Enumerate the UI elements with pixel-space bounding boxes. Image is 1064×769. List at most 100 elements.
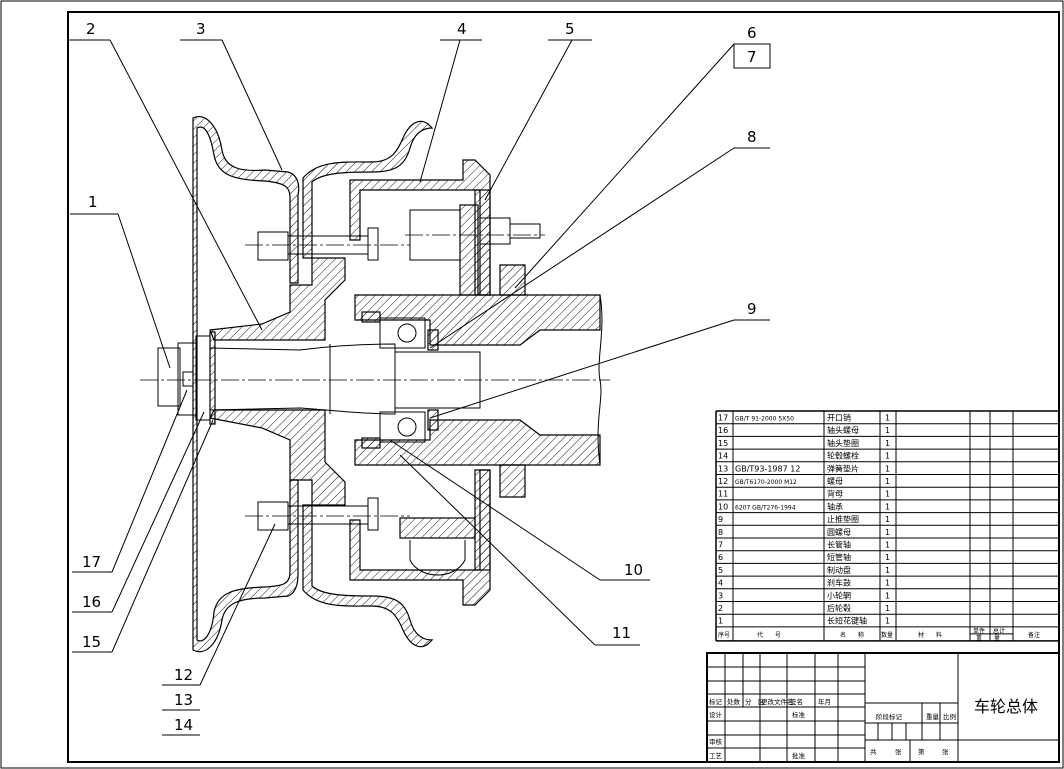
- tb-stage: 阶段标记: [876, 712, 903, 721]
- brake-shoe-arc: [409, 540, 466, 576]
- bom-row-qty: 1: [885, 541, 890, 550]
- large-rim: [302, 120, 434, 259]
- bom-row-qty: 1: [885, 553, 890, 562]
- tb-total: 共: [870, 747, 877, 756]
- bearing-ball-upper: [397, 323, 417, 343]
- bom-row-name: 长管轴: [827, 540, 851, 550]
- back-nut-lower: [361, 437, 381, 449]
- callout-17: 17: [82, 553, 101, 571]
- bom-row-qty: 1: [885, 414, 890, 423]
- bom-header-weight: 重 量: [976, 634, 1000, 642]
- callout-7: 7: [747, 48, 757, 66]
- bom-row-no: 13: [718, 464, 728, 473]
- tb-mark: 标记: [709, 697, 723, 706]
- tb-doc: 更改文件名: [761, 697, 794, 706]
- bearing-upper: [379, 317, 426, 349]
- tb-scale: 比例: [943, 712, 956, 721]
- bearing-ball-lower: [397, 417, 417, 437]
- bom-header-name: 名 称: [840, 631, 864, 639]
- short-tube-flange: [499, 264, 526, 296]
- bom-row-code: GB/T93-1987 12: [735, 464, 800, 473]
- caliper-bolt-end: [509, 223, 541, 239]
- bom-row-code: 6207 GB/T276-1994: [735, 504, 796, 511]
- bom-row-name: 小轮辋: [827, 590, 851, 600]
- tb-date: 年月: [818, 697, 831, 706]
- bolt-nut-lower: [367, 497, 379, 531]
- bearing-lower: [379, 411, 426, 443]
- long-axle-tube-upper: [354, 294, 601, 346]
- short-tube-flange-lower: [499, 464, 526, 498]
- bolt-head-upper: [257, 231, 289, 261]
- tb-process: 工艺: [709, 752, 723, 760]
- tb-approve: 批准: [792, 751, 806, 760]
- bom-row-name: 刹车鼓: [827, 578, 851, 588]
- small-rim-outer: [192, 116, 300, 653]
- bom-row-qty: 1: [885, 426, 890, 435]
- bom-row-qty: 1: [885, 490, 890, 499]
- bom-header-material: 材 料: [918, 631, 942, 639]
- bom-row-name: 弹簧垫片: [827, 463, 859, 473]
- leader-lines: [68, 39, 771, 736]
- tb-zone: 分 区: [745, 697, 765, 706]
- bom-row-qty: 1: [885, 515, 890, 524]
- caliper-plate: [459, 204, 479, 296]
- bom-header-remark: 备注: [1028, 631, 1040, 639]
- wheel-section-view: [140, 116, 610, 653]
- bom-row-no: 10: [718, 502, 728, 511]
- brake-disc-lower: [474, 469, 491, 571]
- bom-row-name: 轴承: [827, 501, 843, 511]
- bom-row-no: 17: [718, 414, 728, 423]
- callout-15: 15: [82, 633, 101, 651]
- bom-row-name: 轮毂螺栓: [827, 451, 859, 461]
- bom-row-name: 制动盘: [827, 565, 851, 575]
- callout-8: 8: [747, 128, 757, 146]
- tb-sheet: 张: [895, 747, 902, 756]
- brake-shoe-lower: [399, 517, 476, 539]
- drawing-title: 车轮总体: [974, 697, 1038, 716]
- break-line: [597, 294, 603, 466]
- bom-row-no: 4: [718, 579, 723, 588]
- shaft-step: [395, 351, 481, 409]
- bom-row-name: 螺母: [827, 476, 843, 486]
- bom-row-qty: 1: [885, 591, 890, 600]
- bom-header-qty: 数量: [881, 631, 893, 639]
- spline-shaft: [209, 343, 396, 415]
- bom-row-no: 14: [718, 452, 728, 461]
- tb-page: 第: [918, 747, 925, 756]
- bom-row-no: 1: [718, 617, 723, 626]
- back-nut-upper: [361, 311, 381, 323]
- round-nut-lower: [427, 409, 439, 431]
- bom-row-qty: 1: [885, 579, 890, 588]
- callout-16: 16: [82, 593, 101, 611]
- bom-row-code: GB/T 91-2000 5X50: [735, 416, 794, 423]
- bom-row-no: 11: [718, 490, 728, 499]
- bom-row-name: 短管轴: [827, 552, 851, 562]
- callout-10: 10: [624, 561, 643, 579]
- bom-row-no: 3: [718, 591, 723, 600]
- bom-row-no: 7: [718, 541, 723, 550]
- bom-header-total: 总计: [993, 627, 1005, 635]
- bom-row-name: 轴头螺母: [827, 425, 859, 435]
- axle-cap: [157, 347, 181, 407]
- callout-3: 3: [196, 20, 206, 38]
- bom-row-qty: 1: [885, 477, 890, 486]
- bom-row-name: 后轮毂: [827, 603, 851, 613]
- tb-weight: 重量: [926, 713, 940, 721]
- bom-row-name: 长短花键轴: [827, 616, 867, 626]
- bom-row-name: 开口销: [827, 413, 851, 423]
- bom-row-qty: 1: [885, 452, 890, 461]
- rear-hub-lower: [209, 409, 346, 506]
- callout-13: 13: [174, 691, 193, 709]
- bom-header-code: 代 号: [757, 631, 781, 639]
- tb-std: 标准: [792, 710, 806, 719]
- bom-header-unit: 单件: [973, 627, 985, 635]
- bom-row-qty: 1: [885, 617, 890, 626]
- axle-washer: [195, 335, 211, 421]
- bom-row-no: 6: [718, 553, 723, 562]
- bom-row-qty: 1: [885, 604, 890, 613]
- tb-count: 处数: [727, 697, 741, 706]
- callout-numbers: 1 2 3 4 5 6 7 8 9 10 11 12 13 14 15 16 1…: [82, 20, 757, 734]
